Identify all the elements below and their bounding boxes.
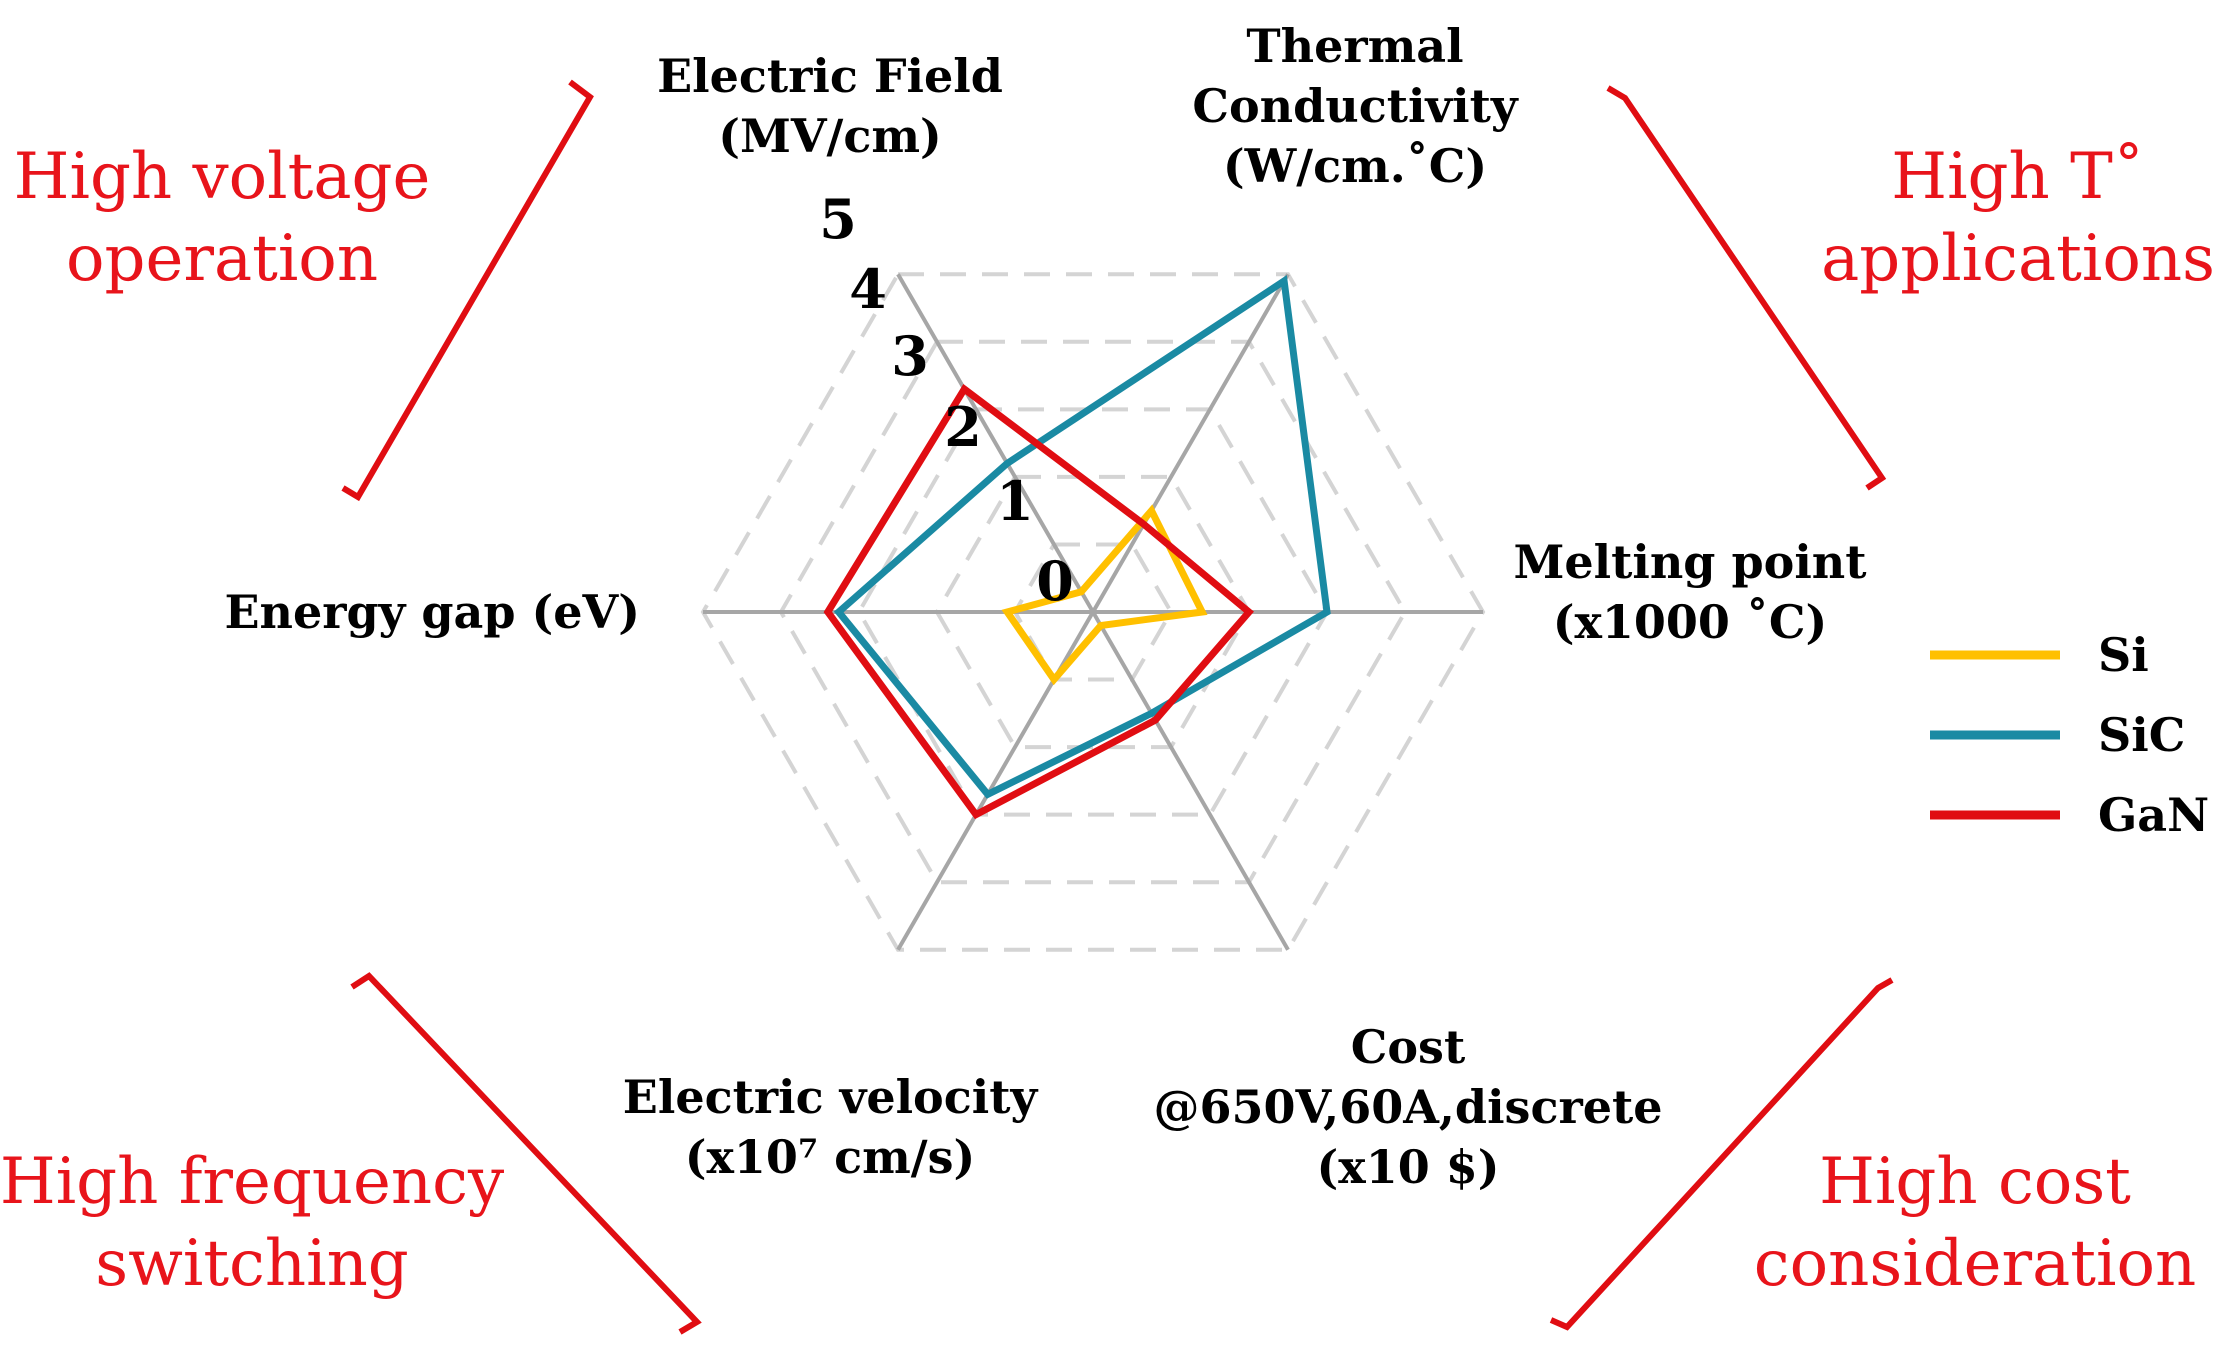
axis-label-3: Melting point(x1000 ˚C) — [1513, 535, 1867, 649]
radar-series — [823, 275, 1331, 820]
axis-spoke — [1091, 610, 1290, 951]
axis-label-6: Energy gap (eV) — [224, 585, 640, 639]
axis-label-4: Cost@650V,60A,discrete(x10 $) — [1154, 1020, 1663, 1194]
tick-label-4: 4 — [849, 257, 887, 321]
tick-label-1: 1 — [996, 469, 1034, 533]
callout-brackets — [341, 79, 1894, 1335]
callout-bracket-1 — [341, 79, 594, 502]
axis-spoke — [1091, 273, 1290, 613]
series-sic-line — [833, 275, 1331, 799]
tick-label-2: 2 — [944, 395, 982, 459]
legend-label-si: Si — [2098, 628, 2149, 682]
axis-label-1: Electric Field(MV/cm) — [657, 49, 1003, 163]
tick-label-5: 5 — [819, 187, 857, 251]
callout-bracket-2 — [1606, 85, 1887, 491]
legend-label-gan: GaN — [2098, 788, 2209, 842]
callout-label-2: High T˚applications — [1821, 140, 2215, 296]
axis-label-5: Electric velocity(x10⁷ cm/s) — [623, 1070, 1039, 1184]
series-gan-line — [823, 383, 1254, 820]
radar-grid — [700, 272, 1486, 952]
axis-spoke — [896, 273, 1095, 613]
tick-label-0: 0 — [1036, 549, 1074, 613]
axis-spoke — [896, 610, 1095, 951]
tick-label-3: 3 — [891, 324, 929, 388]
legend-label-sic: SiC — [2098, 708, 2185, 762]
callout-bracket-4 — [1549, 977, 1894, 1331]
series-si-line — [1001, 504, 1208, 686]
callout-bracket-3 — [350, 972, 702, 1335]
